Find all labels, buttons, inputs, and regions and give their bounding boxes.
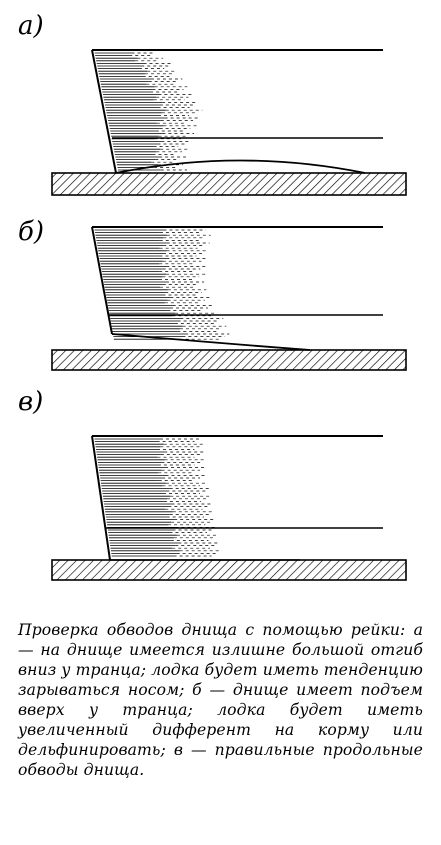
panel-c-transom-line <box>91 435 111 561</box>
panel-b: б) <box>18 217 407 371</box>
panel-a-batten <box>51 172 407 196</box>
panel-b-transom-line <box>91 226 113 335</box>
panel-a-shading <box>94 52 203 171</box>
panel-b-batten <box>51 349 407 371</box>
panel-b-label: б) <box>18 217 44 247</box>
panel-c-batten <box>51 559 407 581</box>
panel-b-bottom-curve <box>111 333 311 351</box>
panel-c-shading <box>94 438 222 557</box>
panel-a: а) <box>18 11 407 196</box>
panel-b-shading <box>94 229 230 340</box>
panel-a-bottom-curve <box>115 159 366 174</box>
panel-a-label: а) <box>18 11 44 41</box>
figure-caption: Проверка обводов днища с помощью рейки: … <box>18 621 423 779</box>
panel-c: в) <box>18 387 407 581</box>
bottom-lines-diagram: а) б) в) <box>18 11 407 581</box>
panel-c-label: в) <box>18 387 43 417</box>
panel-a-transom-line <box>91 49 117 174</box>
